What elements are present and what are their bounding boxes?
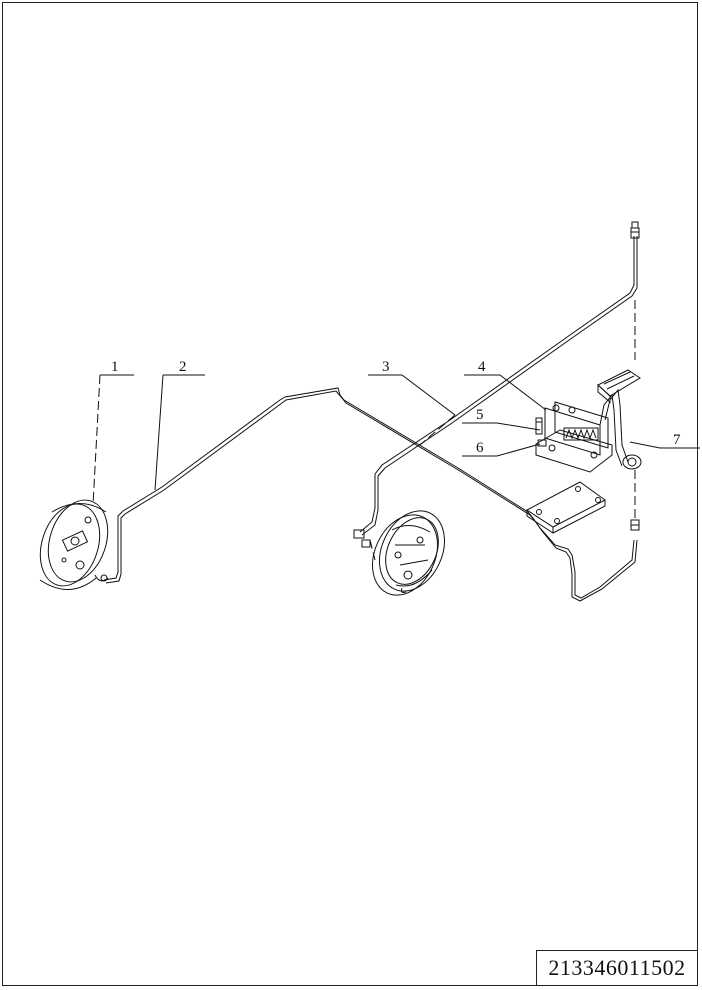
callout-6: 6 xyxy=(476,440,484,456)
drawing-number: 213346011502 xyxy=(536,950,698,986)
callout-4: 4 xyxy=(478,359,486,375)
mounting-plate xyxy=(527,482,605,533)
top-fitting xyxy=(631,222,639,238)
centerlines xyxy=(93,300,635,560)
callout-7: 7 xyxy=(673,432,681,448)
bottom-fitting xyxy=(631,520,639,530)
callout-2: 2 xyxy=(179,359,187,375)
right-brake-drum xyxy=(360,500,457,605)
brake-pipe-right xyxy=(360,236,637,535)
pedal-assembly xyxy=(536,370,641,472)
callout-1: 1 xyxy=(111,359,119,375)
callout-5: 5 xyxy=(476,407,484,423)
left-brake-drum xyxy=(30,492,117,593)
leader-lines xyxy=(100,375,700,490)
right-wheel-cylinder-fitting xyxy=(354,530,370,547)
brake-pipe-left xyxy=(104,388,637,601)
callout-3: 3 xyxy=(382,359,390,375)
callout-labels: 1 2 3 4 5 6 7 xyxy=(111,359,681,456)
